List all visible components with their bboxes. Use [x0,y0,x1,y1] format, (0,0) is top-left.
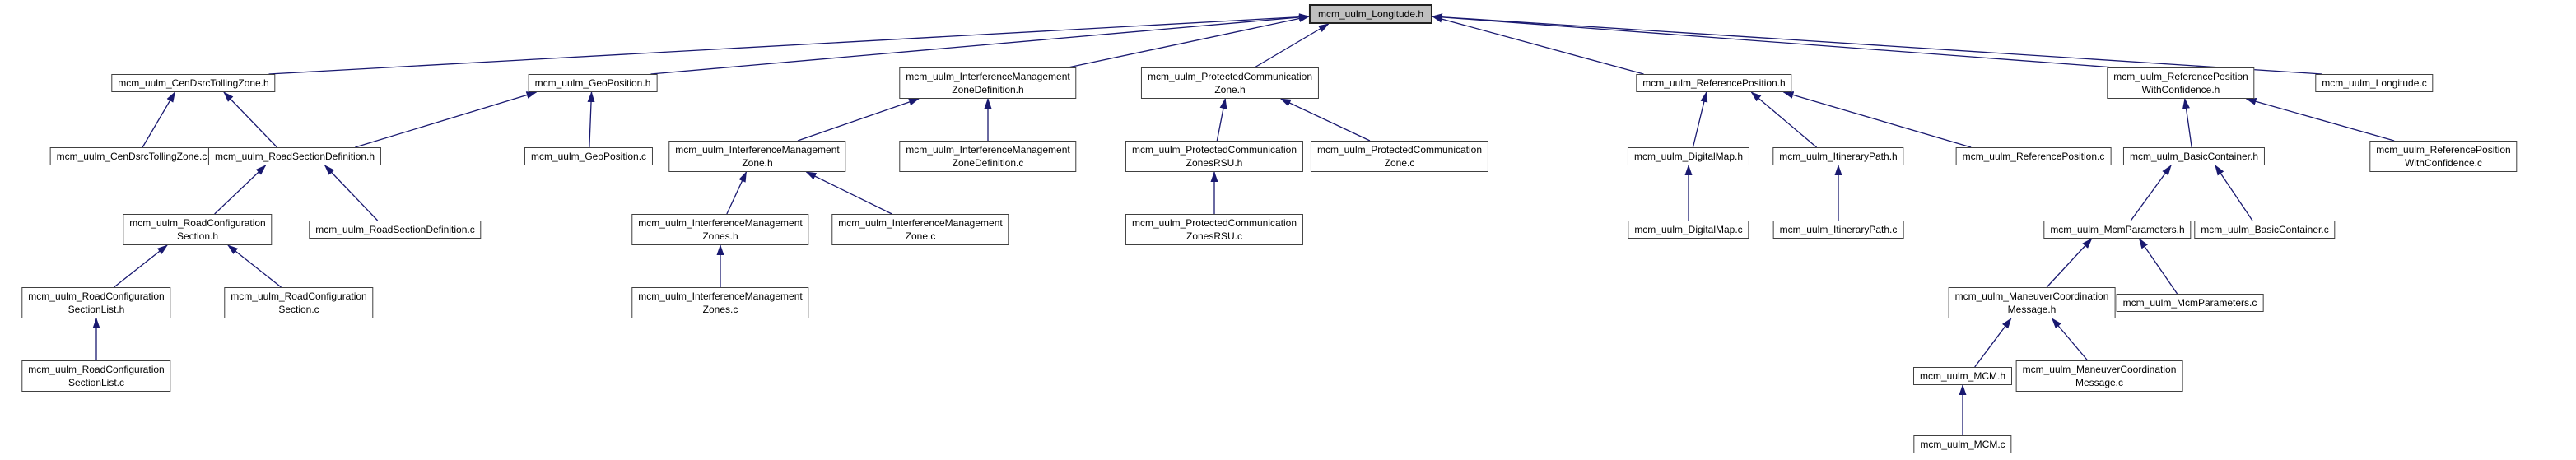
edge-imzd_h-to-longitude_h [1068,15,1310,68]
graph-node-rpwc_h[interactable]: mcm_uulm_ReferencePosition WithConfidenc… [2107,67,2255,99]
edge-rpwc_h-to-longitude_h [1432,13,2114,68]
graph-node-rpwc_c[interactable]: mcm_uulm_ReferencePosition WithConfidenc… [2369,141,2518,172]
graph-node-dm_c[interactable]: mcm_uulm_DigitalMap.c [1628,221,1749,239]
edge-mcmp_c-to-mcmp_h [2138,238,2178,295]
graph-node-ip_c[interactable]: mcm_uulm_ItineraryPath.c [1772,221,1904,239]
graph-node-rcs_h[interactable]: mcm_uulm_RoadConfiguration Section.h [123,214,273,245]
graph-node-pczrsu_h[interactable]: mcm_uulm_ProtectedCommunication ZonesRSU… [1125,141,1304,172]
graph-node-imzd_h[interactable]: mcm_uulm_InterferenceManagement ZoneDefi… [899,67,1077,99]
edge-longitude_c-to-longitude_h [1432,13,2322,75]
edge-rcsl_h-to-rcs_h [114,244,168,288]
edge-refpos_c-to-refpos_h [1782,91,1972,148]
graph-node-pcz_h[interactable]: mcm_uulm_ProtectedCommunication Zone.h [1140,67,1320,99]
graph-node-bc_h[interactable]: mcm_uulm_BasicContainer.h [2122,147,2266,165]
graph-node-refpos_h[interactable]: mcm_uulm_ReferencePosition.h [1636,74,1792,92]
graph-node-geo_h[interactable]: mcm_uulm_GeoPosition.h [528,74,658,92]
graph-node-ip_h[interactable]: mcm_uulm_ItineraryPath.h [1772,147,1904,165]
graph-node-mcmmsg_h[interactable]: mcm_uulm_ManeuverCoordination Message.h [1948,287,2116,318]
edge-cen_c-to-cen_h [142,91,176,148]
edge-pczrsu_h-to-pcz_h [1216,98,1227,142]
graph-node-rcsl_c[interactable]: mcm_uulm_RoadConfiguration SectionList.c [21,360,171,392]
graph-node-refpos_c[interactable]: mcm_uulm_ReferencePosition.c [1955,147,2112,165]
graph-node-imzs_h[interactable]: mcm_uulm_InterferenceManagement Zones.h [631,214,809,245]
graph-node-pczrsu_c[interactable]: mcm_uulm_ProtectedCommunication ZonesRSU… [1125,214,1304,245]
edge-dm_h-to-refpos_h [1692,91,1708,148]
edge-imzs_h-to-imz_h [726,171,748,215]
graph-node-geo_c[interactable]: mcm_uulm_GeoPosition.c [524,147,654,165]
edge-bc_c-to-bc_h [2215,165,2253,221]
edge-rsd_c-to-rsd_h [324,165,379,221]
graph-node-pcz_c[interactable]: mcm_uulm_ProtectedCommunication Zone.c [1310,141,1489,172]
edge-mcm_h-to-mcmmsg_h [1974,318,2012,368]
graph-node-mcm_h[interactable]: mcm_uulm_MCM.h [1912,367,2013,385]
edge-pcz_c-to-pcz_h [1279,98,1371,142]
edge-mcmp_h-to-bc_h [2130,165,2172,221]
edge-pcz_h-to-longitude_h [1254,23,1330,68]
graph-node-rcsl_h[interactable]: mcm_uulm_RoadConfiguration SectionList.h [21,287,171,318]
graph-node-mcmmsg_c[interactable]: mcm_uulm_ManeuverCoordination Message.c [2015,360,2183,392]
graph-node-imz_h[interactable]: mcm_uulm_InterferenceManagement Zone.h [668,141,846,172]
graph-node-cen_c[interactable]: mcm_uulm_CenDsrcTollingZone.c [49,147,214,165]
graph-node-bc_c[interactable]: mcm_uulm_BasicContainer.c [2194,221,2336,239]
edge-mcmmsg_h-to-mcmp_h [2046,238,2093,288]
edge-geo_h-to-longitude_h [650,13,1310,75]
graph-node-imzd_c[interactable]: mcm_uulm_InterferenceManagement ZoneDefi… [899,141,1077,172]
edge-rsd_h-to-geo_h [355,91,538,148]
edge-cen_h-to-longitude_h [268,13,1310,75]
edge-rpwc_c-to-rpwc_h [2245,97,2395,142]
edge-imz_c-to-imz_h [805,171,892,215]
edge-rsd_h-to-cen_h [223,91,277,148]
graph-node-longitude_h[interactable]: mcm_uulm_Longitude.h [1308,4,1433,24]
edge-rcs_h-to-rsd_h [214,165,267,215]
edge-rcs_c-to-rcs_h [227,244,282,288]
edge-bc_h-to-rpwc_h [2182,98,2192,148]
graph-node-imzs_c[interactable]: mcm_uulm_InterferenceManagement Zones.c [631,287,809,318]
edge-refpos_h-to-longitude_h [1432,15,1644,75]
graph-node-mcmp_c[interactable]: mcm_uulm_McmParameters.c [2116,294,2264,312]
edge-imz_h-to-imzd_h [797,98,920,142]
graph-node-imz_c[interactable]: mcm_uulm_InterferenceManagement Zone.c [831,214,1009,245]
graph-node-rsd_h[interactable]: mcm_uulm_RoadSectionDefinition.h [207,147,382,165]
graph-node-dm_h[interactable]: mcm_uulm_DigitalMap.h [1627,147,1750,165]
edge-mcmmsg_c-to-mcmmsg_h [2051,318,2089,361]
graph-node-rcs_c[interactable]: mcm_uulm_RoadConfiguration Section.c [224,287,374,318]
graph-node-mcm_c[interactable]: mcm_uulm_MCM.c [1913,435,2012,453]
graph-node-cen_h[interactable]: mcm_uulm_CenDsrcTollingZone.h [111,74,276,92]
graph-node-longitude_c[interactable]: mcm_uulm_Longitude.c [2315,74,2434,92]
graph-node-rsd_c[interactable]: mcm_uulm_RoadSectionDefinition.c [309,221,482,239]
graph-node-mcmp_h[interactable]: mcm_uulm_McmParameters.h [2043,221,2192,239]
edge-ip_h-to-refpos_h [1750,91,1817,148]
edge-geo_c-to-geo_h [587,91,595,148]
